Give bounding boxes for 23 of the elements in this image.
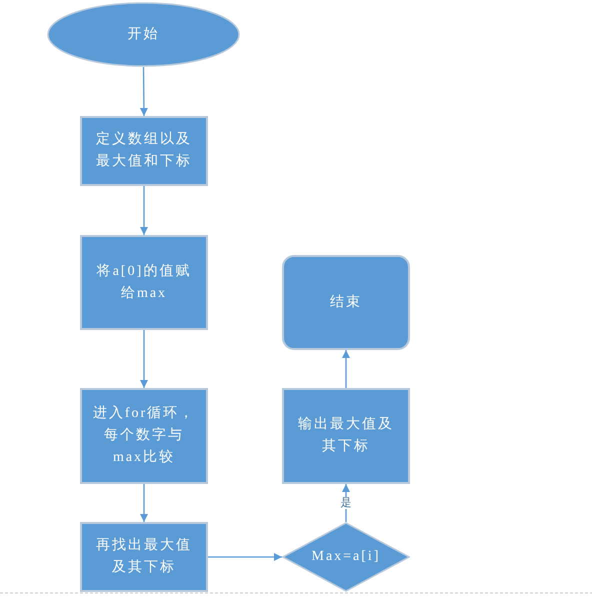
arrow — [140, 484, 148, 522]
node-text: 将a[0]的值赋给max — [96, 262, 192, 302]
node-text: Max=a[i] — [310, 548, 382, 566]
end-box — [282, 255, 410, 350]
node-text: 输出最大值及其下标 — [297, 416, 395, 456]
node-text: 定义数组以及最大值和下标 — [95, 130, 193, 171]
node-text: 开始 — [126, 26, 160, 44]
edge-label: 是 — [340, 497, 352, 509]
process-box — [80, 388, 208, 484]
decision-diamond — [282, 522, 410, 592]
process-box — [80, 522, 208, 592]
arrow — [342, 350, 350, 388]
process-box — [80, 116, 208, 186]
process-box — [80, 235, 208, 330]
arrow — [140, 186, 148, 235]
arrow — [208, 553, 282, 561]
arrow — [140, 67, 148, 116]
node-text: 进入for循环，每个数字与max比较 — [92, 404, 196, 467]
node-text: 结束 — [329, 294, 363, 312]
start-ellipse — [47, 2, 240, 67]
node-text: 再找出最大值及其下标 — [95, 536, 193, 577]
process-box — [282, 388, 410, 484]
arrow — [140, 330, 148, 388]
